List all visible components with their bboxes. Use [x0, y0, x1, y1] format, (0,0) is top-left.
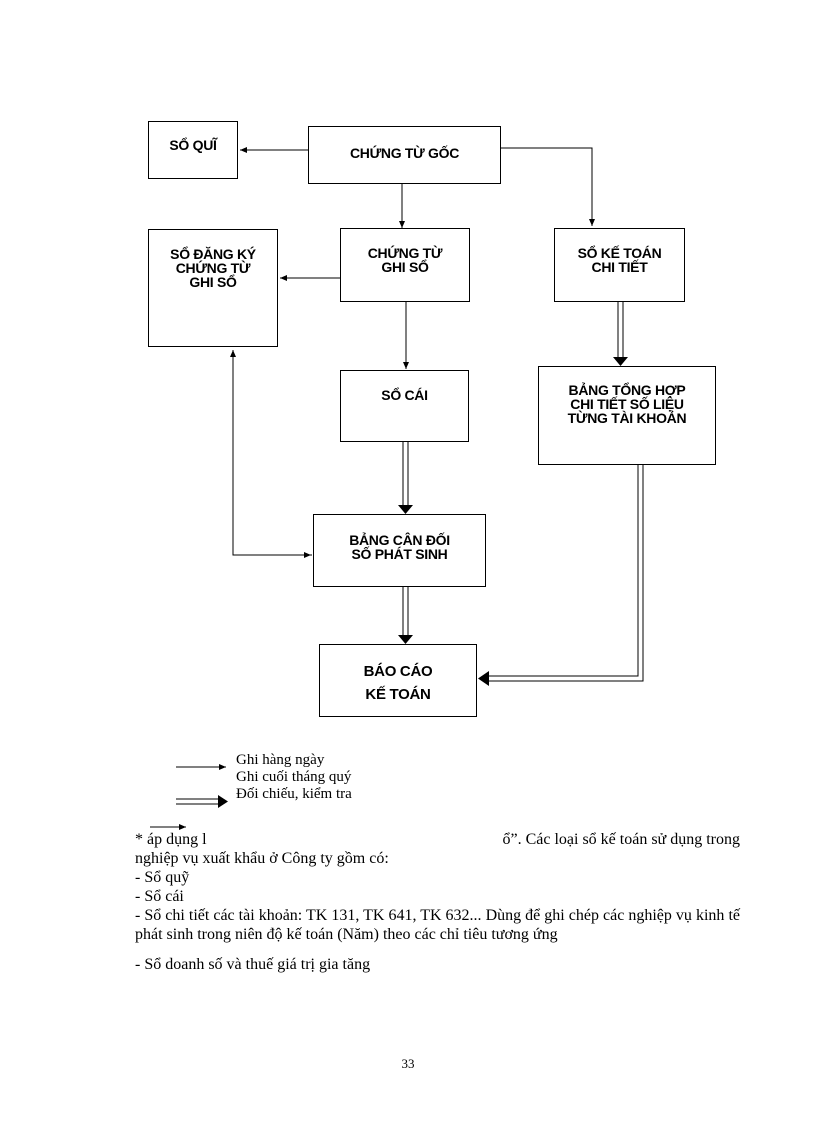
box-line: SỔ CÁI — [381, 387, 428, 403]
box-line: SỔ ĐĂNG KÝ — [170, 246, 256, 262]
box-line: BẢNG CÂN ĐỐI — [349, 532, 450, 548]
box-line: SỔ QUĨ — [169, 137, 217, 153]
box-so-dang-ky: SỔ ĐĂNG KÝ CHỨNG TỪ GHI SỔ — [148, 229, 278, 347]
box-line: GHI SỔ — [381, 259, 429, 275]
box-so-quy: SỔ QUĨ — [148, 121, 238, 179]
box-chung-tu-goc: CHỨNG TỪ GỐC — [308, 126, 501, 184]
box-bang-tong-hop: BẢNG TỔNG HỢP CHI TIẾT SỐ LIỆU TỪNG TÀI … — [538, 366, 716, 465]
box-line: CHỨNG TỪ GỐC — [349, 145, 460, 161]
box-line: SỔ KẾ TOÁN — [577, 245, 662, 261]
arrow-candoi-to-dangky — [230, 350, 312, 556]
intro-continuation: nghiệp vụ xuất khẩu ở Công ty gồm có: — [135, 850, 389, 867]
box-bang-can-doi: BẢNG CÂN ĐỐI SỐ PHÁT SINH — [313, 514, 486, 587]
body-text: * áp dụng l ổ”. Các loại sổ kế toán sử d… — [135, 830, 740, 974]
legend-daily: Ghi hàng ngày — [236, 752, 325, 768]
box-line: CHI TIẾT — [591, 259, 648, 275]
box-so-cai: SỔ CÁI — [340, 370, 469, 442]
box-line: GHI SỔ — [189, 274, 237, 290]
box-so-ke-toan-chi-tiet: SỔ KẾ TOÁN CHI TIẾT — [554, 228, 685, 302]
box-line: CHỨNG TỪ — [367, 245, 443, 261]
box-line: CHỨNG TỪ — [175, 260, 251, 276]
bold-arrowheads — [398, 357, 628, 686]
box-chung-tu-ghi-so: CHỨNG TỪ GHI SỔ — [340, 228, 470, 302]
list-item: - Sổ cái — [135, 888, 184, 905]
intro-line: * áp dụng l ổ”. Các loại sổ kế toán sử d… — [135, 830, 740, 849]
arrow-goc-to-chitiet — [500, 147, 595, 226]
box-line: TỪNG TÀI KHOẢN — [567, 410, 687, 426]
box-line: BÁO CÁO — [363, 663, 433, 680]
intro-left: * áp dụng l — [135, 831, 207, 848]
legend-symbols — [176, 764, 226, 805]
list-item: - Sổ quỹ — [135, 869, 190, 886]
box-line: BẢNG TỔNG HỢP — [568, 382, 686, 398]
page-number: 33 — [401, 1056, 415, 1071]
box-bao-cao-ke-toan: BÁO CÁO KẾ TOÁN — [319, 644, 477, 717]
list-item: - Sổ doanh số và thuế giá trị gia tăng — [135, 956, 371, 973]
intro-right: ổ”. Các loại sổ kế toán sử dụng trong — [502, 831, 740, 848]
list-item: - Sổ chi tiết các tài khoản: TK 131, TK … — [135, 907, 740, 943]
legend-end-period: Ghi cuối tháng quý — [236, 769, 352, 785]
legend-reconcile: Đối chiếu, kiểm tra — [236, 786, 352, 802]
box-line: KẾ TOÁN — [365, 686, 431, 703]
box-line: SỐ PHÁT SINH — [351, 546, 448, 562]
box-line: CHI TIẾT SỐ LIỆU — [570, 396, 684, 412]
